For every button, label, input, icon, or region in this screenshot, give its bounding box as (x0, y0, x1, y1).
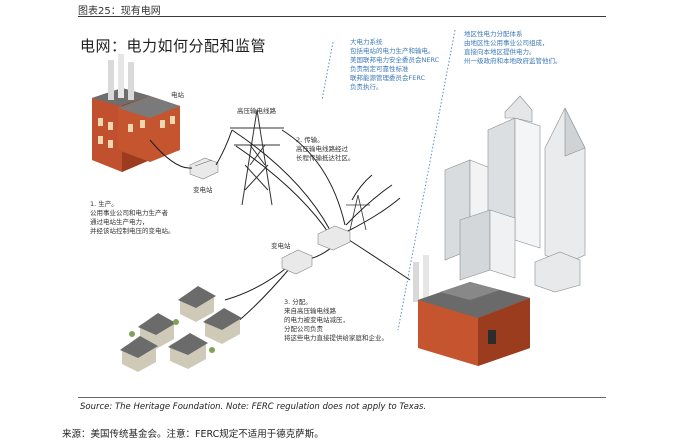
power-plant-label: 电站 (171, 91, 184, 99)
step-transmission: 2. 传输。 高压输电线路经过 长程传输抵达社区。 (296, 136, 355, 162)
federal-regulation-note: 大电力系统 包括电站的电力生产和输电。 美国联邦电力安全委员会NERC 负责制定… (350, 38, 440, 91)
bottom-divider (78, 397, 606, 398)
dotted-divider-left (321, 41, 334, 101)
step-distribution: 3. 分配。 来自高压输电线路 的电力被变电站减压， 分配公司负责 将这些电力直… (284, 298, 388, 342)
small-tower-icon (346, 194, 370, 231)
factory-icon (413, 255, 530, 366)
source-chinese: 来源：美国传统基金会。注意：FERC规定不适用于德克萨斯。 (62, 429, 324, 440)
substation-icon-2 (317, 225, 351, 251)
local-regulation-note: 地区性电力分配体系 由地区性公用事业公司组成， 直接向本地区提供电力。 州一级政… (464, 30, 562, 65)
hv-lines-label: 高压输电线路 (237, 107, 276, 115)
substation-icon-1 (189, 157, 219, 180)
substation-label-2: 变电站 (271, 242, 291, 250)
top-divider (78, 16, 606, 17)
substation-label-1: 变电站 (193, 186, 213, 194)
transmission-tower-icon (230, 109, 284, 206)
city-skyline-icon (444, 95, 586, 293)
step-generation: 1. 生产。 公用事业公司和电力生产者 通过电站生产电力， 并经该站控制电压的变… (90, 200, 175, 235)
substation-icon-3 (281, 249, 313, 275)
power-lines (149, 129, 411, 336)
diagram-title: 电网：电力如何分配和监管 (80, 37, 267, 55)
figure-label: 图表25：现有电网 (78, 6, 161, 17)
residential-houses-icon (120, 286, 242, 372)
source-english: Source: The Heritage Foundation. Note: F… (80, 402, 427, 412)
power-plant-icon (92, 54, 180, 172)
